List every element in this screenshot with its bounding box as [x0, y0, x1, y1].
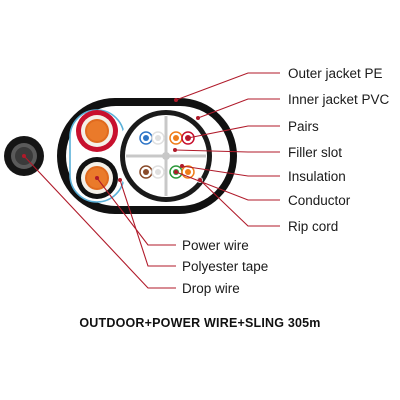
- leader-polyester-tape: [119, 179, 176, 267]
- label-rip-cord: Rip cord: [288, 219, 338, 234]
- power-wire-top: [76, 110, 118, 152]
- label-inner-jacket: Inner jacket PVC: [288, 92, 390, 107]
- label-filler-slot: Filler slot: [288, 145, 342, 160]
- label-pairs: Pairs: [288, 119, 319, 134]
- leader-power-wire: [96, 177, 176, 246]
- label-outer-jacket: Outer jacket PE: [288, 66, 383, 81]
- data-compartment: [116, 106, 216, 206]
- label-insulation: Insulation: [288, 169, 346, 184]
- label-power-wire: Power wire: [182, 238, 249, 253]
- leader-filler-slot: [174, 149, 280, 153]
- label-polyester-tape: Polyester tape: [182, 259, 268, 274]
- caption: OUTDOOR+POWER WIRE+SLING 305m: [79, 316, 320, 330]
- pair-brown: [139, 165, 165, 179]
- power-wire-compartment: [69, 109, 125, 203]
- leader-lines-right: [173, 72, 280, 227]
- leader-insulation: [181, 165, 280, 177]
- label-drop-wire: Drop wire: [182, 281, 240, 296]
- leader-drop-wire: [23, 155, 176, 289]
- leader-outer-jacket: [175, 72, 280, 101]
- filler-slot: [126, 116, 206, 196]
- leader-lines-bottom: [22, 154, 176, 289]
- labels-bottom: Power wire Polyester tape Drop wire: [182, 238, 268, 296]
- leader-inner-jacket: [197, 98, 280, 119]
- pair-blue: [139, 131, 165, 145]
- leader-pairs: [187, 125, 280, 139]
- leader-rip-cord: [199, 179, 280, 227]
- labels-right: Outer jacket PE Inner jacket PVC Pairs F…: [288, 66, 390, 234]
- label-conductor: Conductor: [288, 193, 351, 208]
